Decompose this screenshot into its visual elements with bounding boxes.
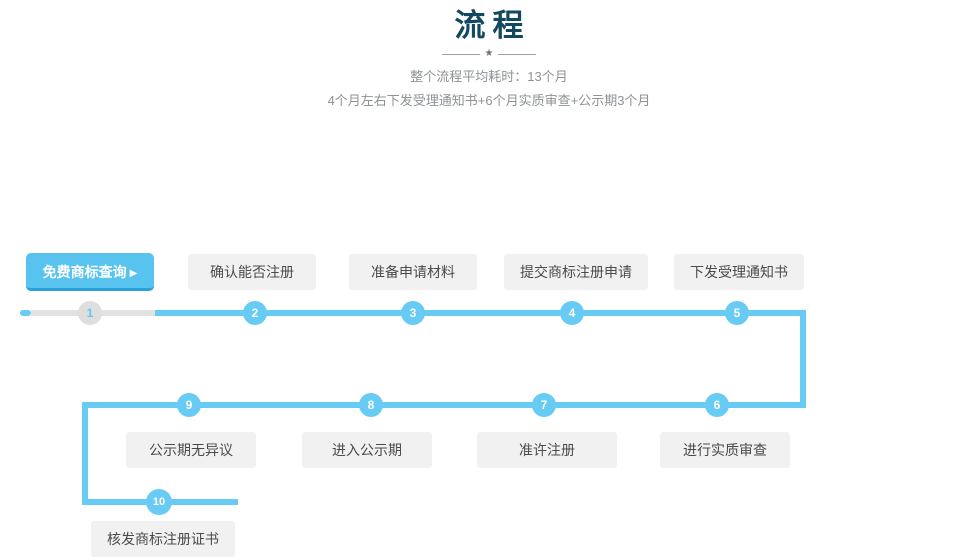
page-header: 流程 ★ 整个流程平均耗时：13个月 4个月左右下发受理通知书+6个月实质审查+… [0, 0, 978, 112]
connector-row1-stub [20, 310, 31, 316]
flow-diagram: 免费商标查询▶ 确认能否注册 准备申请材料 提交商标注册申请 下发受理通知书 1… [0, 112, 978, 557]
step-node-7[interactable]: 7 [532, 393, 556, 417]
star-icon: ★ [484, 48, 494, 59]
step-box-6[interactable]: 进行实质审查 [660, 432, 790, 468]
step-box-2[interactable]: 确认能否注册 [188, 254, 316, 290]
connector-left-vertical [82, 402, 88, 502]
step-node-1[interactable]: 1 [78, 301, 102, 325]
connector-row1-blue [155, 310, 806, 316]
play-triangle-icon: ▶ [129, 268, 138, 279]
step-node-3[interactable]: 3 [401, 301, 425, 325]
divider-rule-left [441, 53, 480, 55]
step-box-7[interactable]: 准许注册 [477, 432, 617, 468]
step-box-5[interactable]: 下发受理通知书 [674, 254, 804, 290]
star-divider-icon: ★ [0, 48, 978, 60]
step-node-2[interactable]: 2 [243, 301, 267, 325]
free-trademark-search-button[interactable]: 免费商标查询▶ [26, 253, 154, 291]
step-box-10[interactable]: 核发商标注册证书 [91, 521, 235, 557]
step-box-3[interactable]: 准备申请材料 [349, 254, 477, 290]
connector-row2-blue [82, 402, 806, 408]
step-box-9[interactable]: 公示期无异议 [126, 432, 256, 468]
cta-label: 免费商标查询 [42, 264, 127, 280]
step-node-9[interactable]: 9 [177, 393, 201, 417]
step-node-6[interactable]: 6 [705, 393, 729, 417]
step-node-10[interactable]: 10 [146, 489, 172, 515]
connector-right-vertical [800, 310, 806, 408]
subtitle-duration: 整个流程平均耗时：13个月 [410, 69, 568, 84]
subtitle-breakdown: 4个月左右下发受理通知书+6个月实质审查+公示期3个月 [327, 93, 651, 108]
page-title: 流程 [454, 8, 531, 43]
step-box-4[interactable]: 提交商标注册申请 [504, 254, 648, 290]
step-box-8[interactable]: 进入公示期 [302, 432, 432, 468]
step-node-5[interactable]: 5 [725, 301, 749, 325]
step-node-4[interactable]: 4 [560, 301, 584, 325]
step-node-8[interactable]: 8 [359, 393, 383, 417]
divider-rule-right [498, 53, 537, 55]
